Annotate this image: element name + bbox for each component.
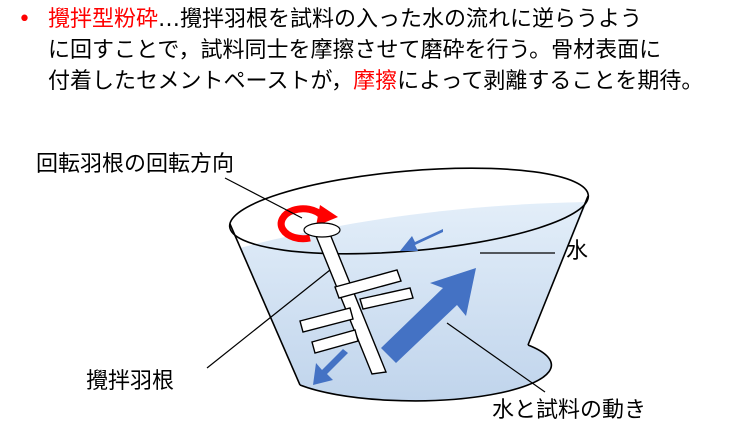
leader-lines <box>206 177 555 393</box>
leader-rotation <box>224 177 303 219</box>
impeller-paddle-mid <box>359 287 414 310</box>
flow-arrow-large-icon <box>381 268 476 363</box>
leader-impeller <box>206 269 331 369</box>
vessel <box>228 167 590 402</box>
bullet-line-3-pre: 付着したセメントペーストが， <box>48 69 354 94</box>
bullet-line-1: 攪拌型粉砕…攪拌羽根を試料の入った水の流れに逆らうよう <box>48 4 730 35</box>
friction-highlight: 摩擦 <box>353 69 398 94</box>
bullet-line-1-rest: …攪拌羽根を試料の入った水の流れに逆らうよう <box>158 7 643 32</box>
rotation-arrow-icon <box>277 205 341 243</box>
impeller <box>299 233 414 375</box>
label-impeller: 攪拌羽根 <box>86 369 175 394</box>
leader-motion <box>446 322 546 393</box>
bullet-line-3: 付着したセメントペーストが，摩擦によって剥離することを期待。 <box>48 66 730 97</box>
vessel-bottom <box>299 344 553 402</box>
vessel-left-wall <box>229 223 301 386</box>
label-rotation-direction: 回転羽根の回転方向 <box>36 152 235 177</box>
flow-arrows <box>313 229 476 385</box>
bullet-line-2: に回すことで，試料同士を摩擦させて磨砕を行う。骨材表面に <box>48 38 662 63</box>
label-water-sample-motion: 水と試料の動き <box>492 398 647 423</box>
impeller-paddle-top <box>334 269 402 299</box>
flow-arrow-small-icon <box>400 229 443 251</box>
shaft-top <box>303 222 341 238</box>
label-water: 水 <box>566 239 589 264</box>
impeller-paddle-low <box>311 329 359 354</box>
flow-arrow-bottom-icon <box>313 349 348 385</box>
impeller-paddle-left <box>299 307 354 333</box>
description-bullet: • 攪拌型粉砕…攪拌羽根を試料の入った水の流れに逆らうよう に回すことで，試料同… <box>18 4 730 97</box>
vessel-right-wall <box>527 195 589 346</box>
bullet-line-3-post: によって剥離することを期待。 <box>397 69 704 94</box>
bullet-marker: • <box>18 7 31 32</box>
term-highlight: 攪拌型粉砕 <box>48 7 159 32</box>
bullet-text: 攪拌型粉砕…攪拌羽根を試料の入った水の流れに逆らうよう に回すことで，試料同士を… <box>48 4 730 97</box>
